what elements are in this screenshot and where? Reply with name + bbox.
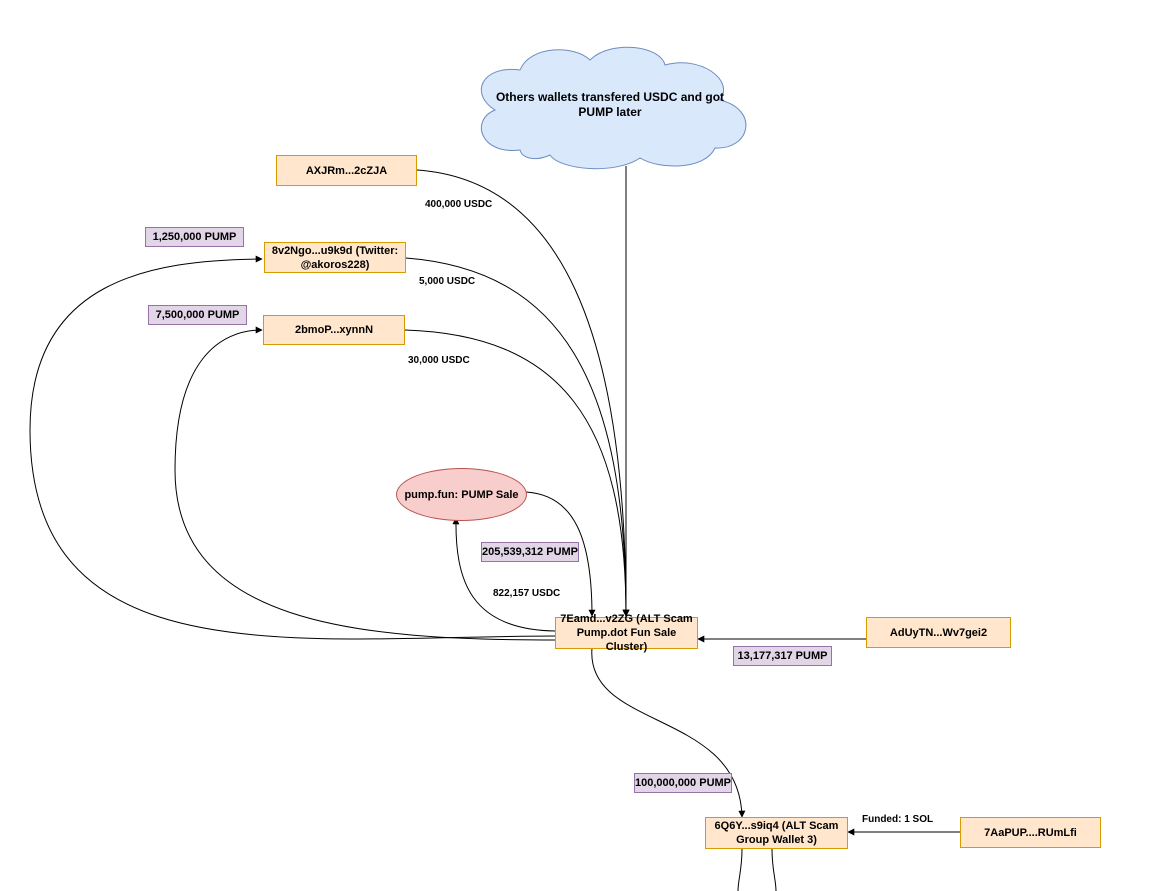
node-aapup[interactable]: 7AaPUP....RUmLfi bbox=[960, 817, 1101, 848]
edge-bmop-to-eamd bbox=[404, 329, 630, 617]
edge-axjrm-to-eamd bbox=[416, 169, 630, 617]
edge-pumpfun-to-eamd bbox=[525, 491, 596, 617]
node-eamd[interactable]: 7Eamd...v2ZG (ALT Scam Pump.dot Fun Sale… bbox=[555, 613, 698, 653]
edge-q6y-out-1 bbox=[737, 848, 743, 891]
node-pumpfun[interactable]: pump.fun: PUMP Sale bbox=[396, 468, 527, 521]
node-q6y[interactable]: 6Q6Y...s9iq4 (ALT Scam Group Wallet 3) bbox=[705, 817, 848, 849]
tag-1250000-pump: 1,250,000 PUMP bbox=[145, 227, 244, 247]
edge-label-funded-1-sol: Funded: 1 SOL bbox=[862, 814, 934, 825]
edge-v2ngo-to-eamd bbox=[405, 257, 630, 617]
node-bmop[interactable]: 2bmoP...xynnN bbox=[263, 315, 405, 345]
cloud-shape bbox=[480, 46, 747, 170]
node-aduy[interactable]: AdUyTN...Wv7gei2 bbox=[866, 617, 1011, 648]
tag-7500000-pump: 7,500,000 PUMP bbox=[148, 305, 247, 325]
edge-label-400000-usdc: 400,000 USDC bbox=[425, 199, 493, 210]
node-axjrm[interactable]: AXJRm...2cZJA bbox=[276, 155, 417, 186]
edge-eamd-to-bmop bbox=[174, 326, 557, 641]
node-v2ngo[interactable]: 8v2Ngo...u9k9d (Twitter: @akoros228) bbox=[264, 242, 406, 273]
edge-eamd-to-pumpfun bbox=[452, 517, 557, 632]
edge-label-5000-usdc: 5,000 USDC bbox=[419, 276, 476, 287]
edge-eamd-to-q6y bbox=[591, 647, 746, 818]
cloud-label: Others wallets transfered USDC and got P… bbox=[495, 90, 725, 119]
edge-label-30000-usdc: 30,000 USDC bbox=[408, 355, 470, 366]
edge-eamd-to-v2ngo bbox=[29, 255, 557, 640]
tag-205539312-pump: 205,539,312 PUMP bbox=[481, 542, 579, 562]
tag-13177317-pump: 13,177,317 PUMP bbox=[733, 646, 832, 666]
tag-100000000-pump: 100,000,000 PUMP bbox=[634, 773, 732, 793]
edge-q6y-out-2 bbox=[771, 848, 777, 891]
edge-label-822157-usdc: 822,157 USDC bbox=[493, 588, 561, 599]
